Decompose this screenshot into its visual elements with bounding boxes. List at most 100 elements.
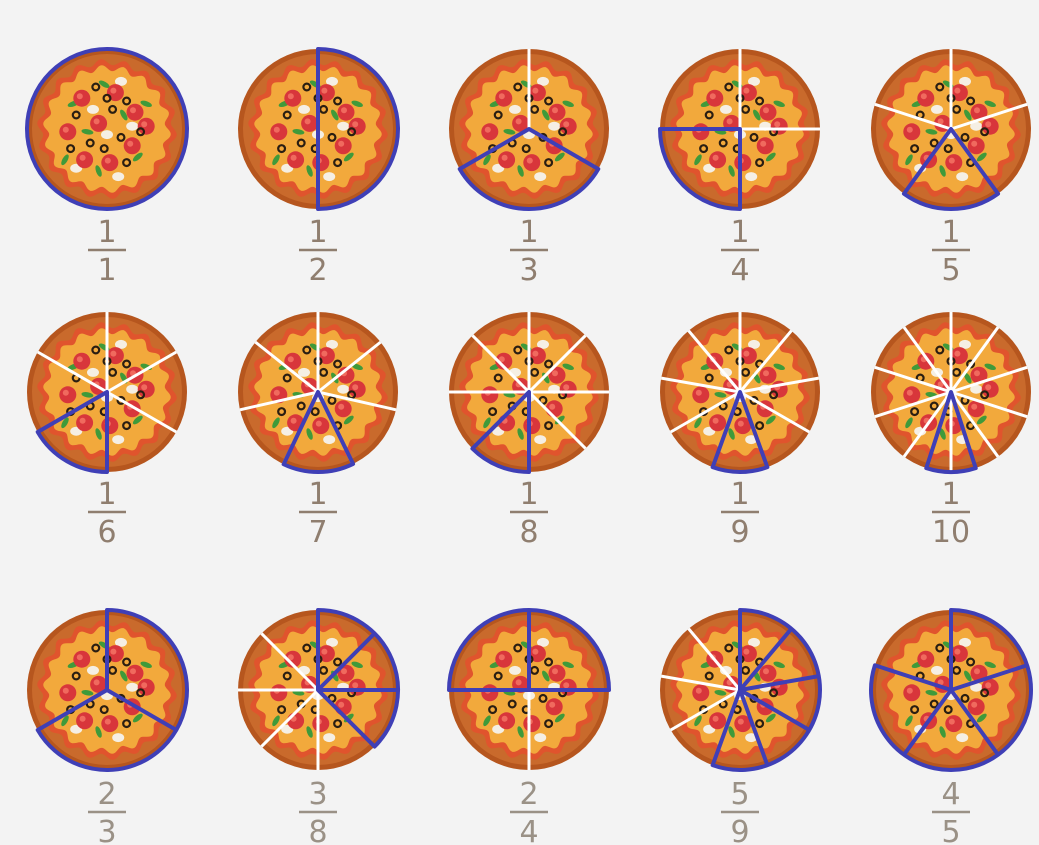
pepperoni-shine: [499, 93, 505, 99]
fraction-denominator: 9: [730, 815, 749, 845]
pepperoni-shine: [763, 370, 769, 376]
fraction-label: 45: [932, 777, 970, 845]
fraction-numerator: 2: [97, 777, 116, 812]
pepperoni-shine: [907, 688, 913, 694]
fraction-numerator: 1: [941, 477, 960, 512]
fraction-label: 11: [88, 215, 126, 288]
pepperoni-shine: [110, 88, 116, 94]
mushroom-piece: [112, 733, 124, 742]
mushroom-piece: [323, 733, 335, 742]
mushroom-piece: [931, 105, 943, 114]
pizza-3-8: [238, 610, 398, 770]
pepperoni-shine: [516, 679, 522, 685]
pepperoni-shine: [532, 649, 538, 655]
fraction-denominator: 7: [308, 515, 327, 550]
pepperoni-shine: [532, 88, 538, 94]
mushroom-piece: [87, 368, 99, 377]
pizza-1-8: [449, 312, 609, 472]
pepperoni-shine: [77, 93, 83, 99]
mushroom-piece: [509, 666, 521, 675]
pepperoni-shine: [954, 351, 960, 357]
pizza-1-1: [27, 49, 187, 209]
pepperoni-shine: [985, 384, 991, 390]
pepperoni-shine: [485, 127, 491, 133]
mushroom-piece: [126, 122, 138, 131]
pepperoni-shine: [696, 688, 702, 694]
fraction-denominator: 9: [730, 515, 749, 550]
pepperoni-shine: [352, 121, 358, 127]
pepperoni-shine: [743, 649, 749, 655]
fraction-denominator: 3: [519, 253, 538, 288]
fraction-numerator: 1: [97, 477, 116, 512]
pepperoni-shine: [321, 351, 327, 357]
pepperoni-shine: [94, 679, 100, 685]
pepperoni-shine: [499, 654, 505, 660]
pepperoni-shine: [110, 351, 116, 357]
fraction-numerator: 5: [730, 777, 749, 812]
pepperoni-shine: [774, 121, 780, 127]
pepperoni-shine: [710, 93, 716, 99]
pepperoni-shine: [552, 370, 558, 376]
pepperoni-shine: [341, 668, 347, 674]
pepperoni-shine: [141, 384, 147, 390]
pepperoni-shine: [63, 127, 69, 133]
pepperoni-shine: [105, 158, 111, 164]
pizza-1-6: [27, 312, 187, 472]
pepperoni-shine: [130, 107, 136, 113]
pepperoni-shine: [77, 356, 83, 362]
fraction-numerator: 1: [308, 215, 327, 250]
pepperoni-shine: [130, 668, 136, 674]
fraction-denominator: 10: [932, 515, 970, 550]
pepperoni-shine: [352, 682, 358, 688]
mushroom-piece: [956, 172, 968, 181]
pizza-2-3: [27, 610, 187, 770]
mushroom-piece: [126, 385, 138, 394]
pepperoni-shine: [291, 155, 297, 161]
mushroom-piece: [126, 683, 138, 692]
pizza-4-5: [871, 610, 1031, 770]
pepperoni-shine: [291, 418, 297, 424]
pepperoni-shine: [763, 668, 769, 674]
pepperoni-shine: [563, 121, 569, 127]
pepperoni-shine: [141, 682, 147, 688]
pizza-1-9: [660, 312, 820, 472]
pepperoni-shine: [743, 351, 749, 357]
pepperoni-shine: [110, 649, 116, 655]
fraction-label: 12: [299, 215, 337, 288]
pepperoni-shine: [552, 668, 558, 674]
mushroom-piece: [337, 385, 349, 394]
pepperoni-shine: [80, 716, 86, 722]
pepperoni-shine: [907, 127, 913, 133]
pepperoni-shine: [563, 384, 569, 390]
fraction-numerator: 1: [730, 215, 749, 250]
fraction-denominator: 8: [308, 815, 327, 845]
fraction-denominator: 3: [97, 815, 116, 845]
pizza-1-10: [871, 312, 1031, 472]
fraction-denominator: 2: [308, 253, 327, 288]
pepperoni-shine: [502, 155, 508, 161]
pepperoni-shine: [341, 107, 347, 113]
pepperoni-shine: [954, 88, 960, 94]
pepperoni-shine: [105, 719, 111, 725]
pepperoni-shine: [974, 370, 980, 376]
mushroom-piece: [298, 105, 310, 114]
pepperoni-shine: [338, 404, 344, 410]
mushroom-piece: [112, 435, 124, 444]
fraction-numerator: 1: [308, 477, 327, 512]
pepperoni-shine: [743, 88, 749, 94]
pepperoni-shine: [949, 719, 955, 725]
fraction-numerator: 1: [519, 477, 538, 512]
pepperoni-shine: [141, 121, 147, 127]
mushroom-piece: [112, 172, 124, 181]
pepperoni-shine: [549, 702, 555, 708]
mushroom-piece: [323, 435, 335, 444]
fraction-numerator: 1: [941, 215, 960, 250]
pepperoni-shine: [949, 158, 955, 164]
pepperoni-shine: [352, 384, 358, 390]
pepperoni-shine: [316, 421, 322, 427]
fraction-label: 19: [721, 477, 759, 550]
fraction-label: 59: [721, 777, 759, 845]
pepperoni-shine: [974, 668, 980, 674]
fraction-numerator: 4: [941, 777, 960, 812]
